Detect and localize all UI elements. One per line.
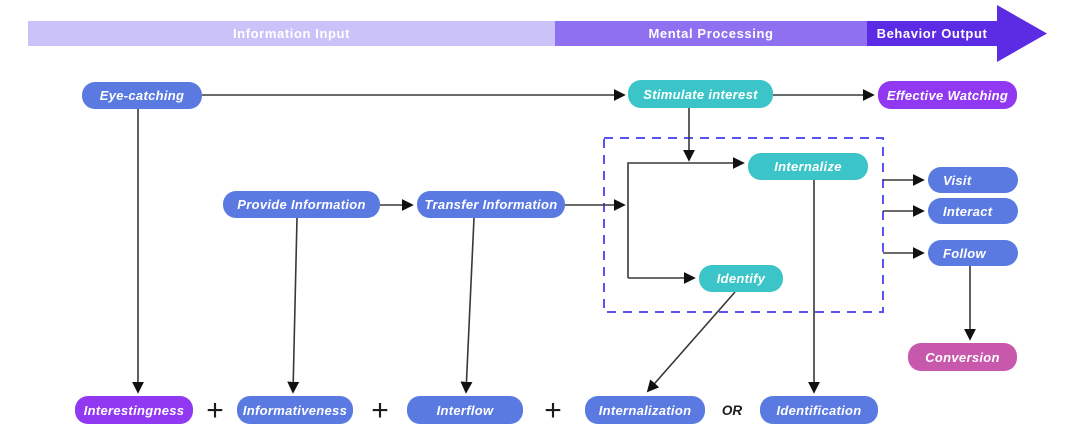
- node-internalize: Internalize: [748, 153, 868, 180]
- plus-operator-2: +: [371, 394, 389, 427]
- or-operator: OR: [721, 403, 743, 418]
- node-informativeness: Informativeness: [237, 396, 353, 424]
- node-identify: Identify: [699, 265, 783, 292]
- plus-operator-3: +: [544, 394, 562, 427]
- banner-label-information-input: Information Input: [232, 26, 351, 41]
- node-interflow: Interflow: [407, 396, 523, 424]
- banner-segment-processing: [555, 21, 867, 46]
- node-stimulate-interest: Stimulate interest: [628, 80, 773, 108]
- arrow-transfer-to-interflow: [460, 217, 475, 394]
- arrow-identify-to-internalization: [646, 291, 736, 393]
- node-interestingness: Interestingness: [75, 396, 193, 424]
- node-conversion: Conversion: [908, 343, 1017, 371]
- node-interact: Interact: [928, 198, 1018, 224]
- node-follow: Follow: [928, 240, 1018, 266]
- banner-segment-input: [28, 21, 555, 46]
- process-banner: [28, 5, 1047, 62]
- dashed-group-box: [603, 137, 884, 313]
- arrow-branch-to-internalize: [627, 157, 745, 278]
- node-effective-watching: Effective Watching: [878, 81, 1017, 109]
- node-eye-catching: Eye-catching: [82, 82, 202, 109]
- node-transfer-information: Transfer Information: [417, 191, 565, 218]
- plus-operator-1: +: [206, 394, 224, 427]
- banner-label-behavior-output: Behavior Output: [876, 26, 988, 41]
- node-visit: Visit: [928, 167, 1018, 193]
- node-provide-information: Provide Information: [223, 191, 380, 218]
- node-identification: Identification: [760, 396, 878, 424]
- arrow-provide-to-informativeness: [287, 217, 300, 394]
- banner-label-mental-processing: Mental Processing: [648, 26, 774, 41]
- node-internalization: Internalization: [585, 396, 705, 424]
- banner-segment-output-arrow: [867, 5, 1047, 62]
